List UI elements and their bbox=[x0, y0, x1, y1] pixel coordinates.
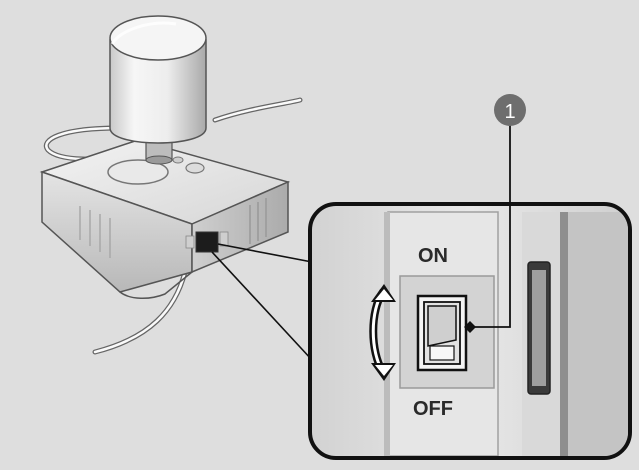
callout-pointer bbox=[464, 124, 511, 333]
off-label: OFF bbox=[413, 398, 453, 420]
switch-detail-inset: ON OFF bbox=[308, 202, 632, 460]
zoom-leader-lines bbox=[211, 243, 313, 361]
power-cable bbox=[43, 97, 303, 355]
cylinder-head bbox=[109, 15, 207, 165]
rocker-switch bbox=[416, 294, 468, 372]
callout-number: 1 bbox=[504, 101, 515, 123]
on-label: ON bbox=[418, 245, 448, 267]
device-unit bbox=[39, 139, 291, 299]
double-headed-vertical-arrow-icon bbox=[369, 284, 396, 381]
callout-badge: 1 bbox=[494, 94, 526, 126]
